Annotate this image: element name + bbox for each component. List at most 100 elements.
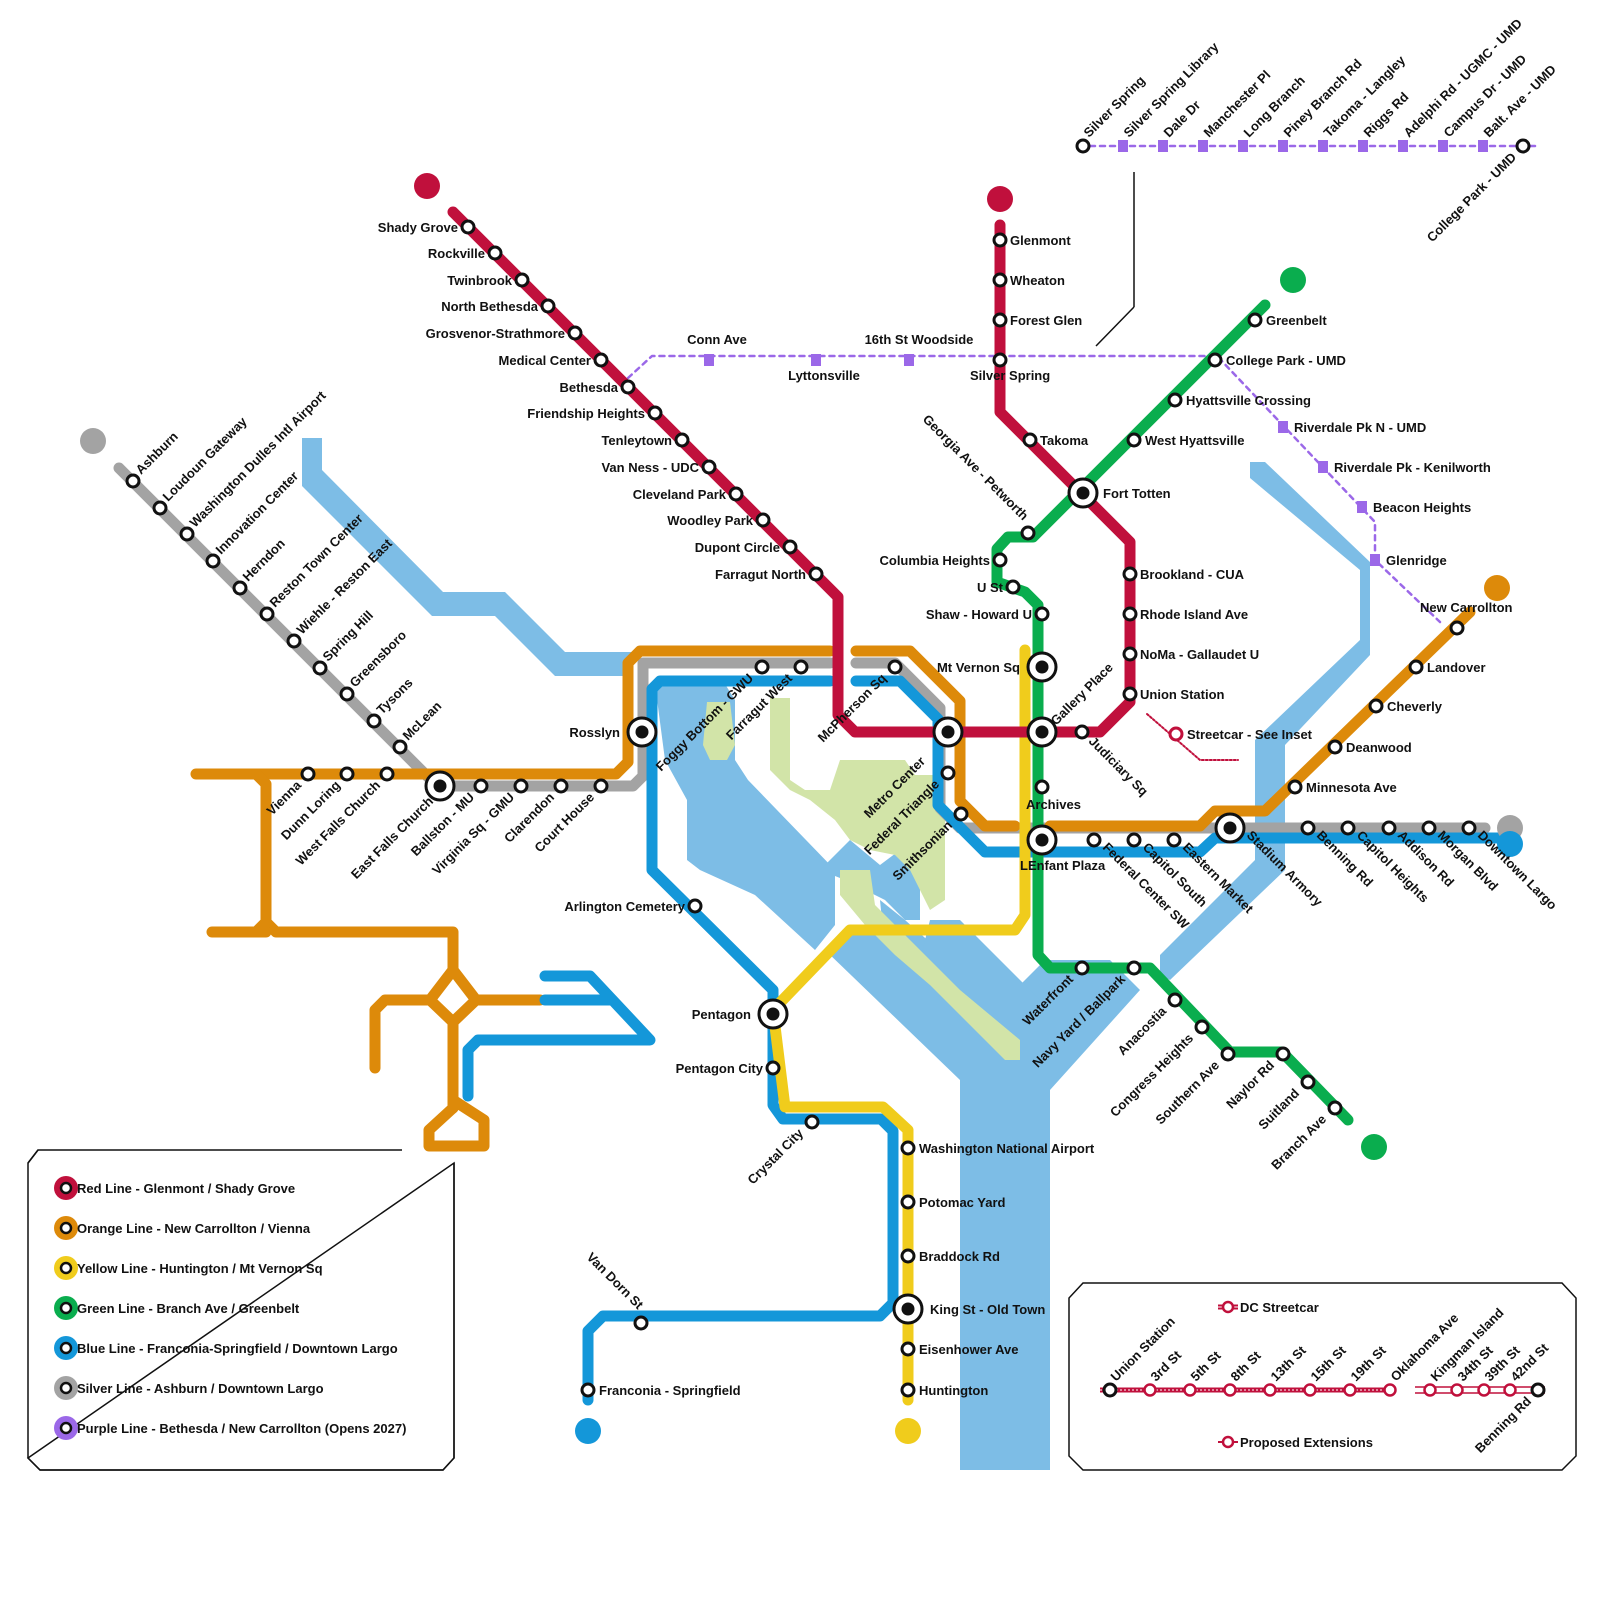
station-cheverly[interactable]: Cheverly [1368,698,1443,714]
station-congress-heights[interactable]: Congress Heights [1107,1019,1210,1120]
station-stop-icon [1122,606,1138,622]
station-stop-icon [1034,779,1050,795]
station-potomac-yard[interactable]: Potomac Yard [900,1194,1006,1210]
station-grosvenor-strathmore[interactable]: Grosvenor-Strathmore [426,325,583,341]
station-brookland-cua[interactable]: Brookland - CUA [1122,566,1245,582]
orange-line-track [190,645,836,780]
station-van-ness-udc[interactable]: Van Ness - UDC [601,459,717,475]
station-columbia-heights[interactable]: Columbia Heights [879,552,1008,568]
station-stop-icon [59,1261,73,1275]
station-pentagon-city[interactable]: Pentagon City [676,1060,781,1076]
station-union-station[interactable]: Union Station [1122,686,1225,702]
station-stop-icon [59,1381,73,1395]
station-balt-ave-umd[interactable]: Balt. Ave - UMD [1478,62,1559,152]
station-glenmont[interactable]: Glenmont [992,232,1071,248]
station-forest-glen[interactable]: Forest Glen [992,312,1082,328]
inset-stop-icon [1263,1383,1277,1397]
station-stop-icon [1075,138,1091,154]
station-washington-national-airport[interactable]: Washington National Airport [900,1140,1095,1156]
station-rhode-island-ave[interactable]: Rhode Island Ave [1122,606,1248,622]
station-label: LEnfant Plaza [1020,858,1106,873]
station-new-carrollton[interactable]: New Carrollton [1420,600,1513,636]
inset-stop-icon [1303,1383,1317,1397]
station-hyattsville-crossing[interactable]: Hyattsville Crossing [1167,392,1311,408]
station-crystal-city[interactable]: Crystal City [744,1114,820,1187]
station-silver-spring[interactable]: Silver Spring [970,352,1050,383]
station-label: Medical Center [499,353,591,368]
station-friendship-heights[interactable]: Friendship Heights [527,405,663,421]
station-conn-ave[interactable]: Conn Ave [687,332,747,366]
station-innovation-center[interactable]: Innovation Center [205,468,301,569]
station-stop-icon [940,765,956,781]
station-rockville[interactable]: Rockville [428,245,503,261]
station-twinbrook[interactable]: Twinbrook [447,272,530,288]
station-lenfant-plaza[interactable]: LEnfant Plaza [1020,824,1106,873]
station-riverdale-pk-kenilworth[interactable]: Riverdale Pk - Kenilworth [1318,460,1491,475]
station-huntington[interactable]: Huntington [900,1382,988,1398]
station-stop-icon [728,486,744,502]
station-stop-icon [567,325,583,341]
station-landover[interactable]: Landover [1408,659,1486,675]
station-loudoun-gateway[interactable]: Loudoun Gateway [152,413,250,516]
station-shaw-howard-u[interactable]: Shaw - Howard U [926,606,1050,622]
station-judiciary-sq[interactable]: Judiciary Sq [1074,724,1151,799]
station-riverdale-pk-n-umd[interactable]: Riverdale Pk N - UMD [1278,420,1426,435]
station-fort-totten[interactable]: Fort Totten [1067,477,1171,509]
station-eisenhower-ave[interactable]: Eisenhower Ave [900,1341,1018,1357]
station-stop-icon [992,232,1008,248]
station-stop-icon [674,432,690,448]
station-college-park-umd[interactable]: College Park - UMD [1207,352,1346,368]
station-pentagon[interactable]: Pentagon [692,998,789,1030]
station-label: Dupont Circle [695,540,780,555]
station-stop-icon [1126,960,1142,976]
silver-terminal-w [80,428,106,454]
station-arlington-cemetery[interactable]: Arlington Cemetery [564,898,703,914]
station-streetcar-see-inset[interactable]: Streetcar - See Inset [1168,726,1313,742]
station-tenleytown[interactable]: Tenleytown [601,432,690,448]
station-stop-icon [1167,392,1183,408]
station-braddock-rd[interactable]: Braddock Rd [900,1248,1000,1264]
station-shady-grove[interactable]: Shady Grove [378,219,476,235]
purple-line-main-track [626,354,1442,624]
station-woodley-park[interactable]: Woodley Park [667,512,771,528]
station-beacon-heights[interactable]: Beacon Heights [1357,500,1471,515]
station-greenbelt[interactable]: Greenbelt [1247,312,1327,328]
station-dupont-circle[interactable]: Dupont Circle [695,539,798,555]
station-wheaton[interactable]: Wheaton [992,272,1065,288]
terminal-dots [80,173,1523,1444]
station-label: Cleveland Park [633,487,727,502]
station-franconia-springfield[interactable]: Franconia - Springfield [580,1382,741,1398]
station-college-park-umd[interactable]: College Park - UMD [1424,138,1531,245]
station-rosslyn[interactable]: Rosslyn [569,716,658,748]
station-ashburn[interactable]: Ashburn [125,429,181,489]
station-bethesda[interactable]: Bethesda [559,379,636,395]
station-farragut-north[interactable]: Farragut North [715,566,824,582]
station-reston-town-center[interactable]: Reston Town Center [259,511,366,622]
station-label: Ashburn [133,429,181,477]
station-lyttonsville[interactable]: Lyttonsville [788,354,860,383]
station-mclean[interactable]: McLean [392,698,444,755]
station-stop-icon [1247,312,1263,328]
station-deanwood[interactable]: Deanwood [1327,739,1412,755]
station-takoma[interactable]: Takoma [1022,432,1089,448]
station-noma-gallaudet-u[interactable]: NoMa - Gallaudet U [1122,646,1259,662]
station-tysons[interactable]: Tysons [366,675,416,729]
station-medical-center[interactable]: Medical Center [499,352,609,368]
station-u-st[interactable]: U St [977,579,1021,595]
station-king-st-old-town[interactable]: King St - Old Town [892,1293,1045,1325]
station-archives[interactable]: Archives [1026,779,1081,812]
station-stop-icon [339,766,355,782]
station-minnesota-ave[interactable]: Minnesota Ave [1287,779,1397,795]
legend-label: Green Line - Branch Ave / Greenbelt [77,1301,300,1316]
station-stop-icon [1022,432,1038,448]
station-mt-vernon-sq[interactable]: Mt Vernon Sq [937,651,1058,683]
station-label: Balt. Ave - UMD [1481,62,1559,140]
station-16th-st-woodside[interactable]: 16th St Woodside [865,332,974,366]
legend-label: Silver Line - Ashburn / Downtown Largo [77,1381,324,1396]
station-label: Wheaton [1010,273,1065,288]
station-label: Tysons [374,675,416,717]
station-north-bethesda[interactable]: North Bethesda [441,298,556,314]
station-west-hyattsville[interactable]: West Hyattsville [1126,432,1244,448]
station-cleveland-park[interactable]: Cleveland Park [633,486,744,502]
station-glenridge[interactable]: Glenridge [1370,553,1447,568]
